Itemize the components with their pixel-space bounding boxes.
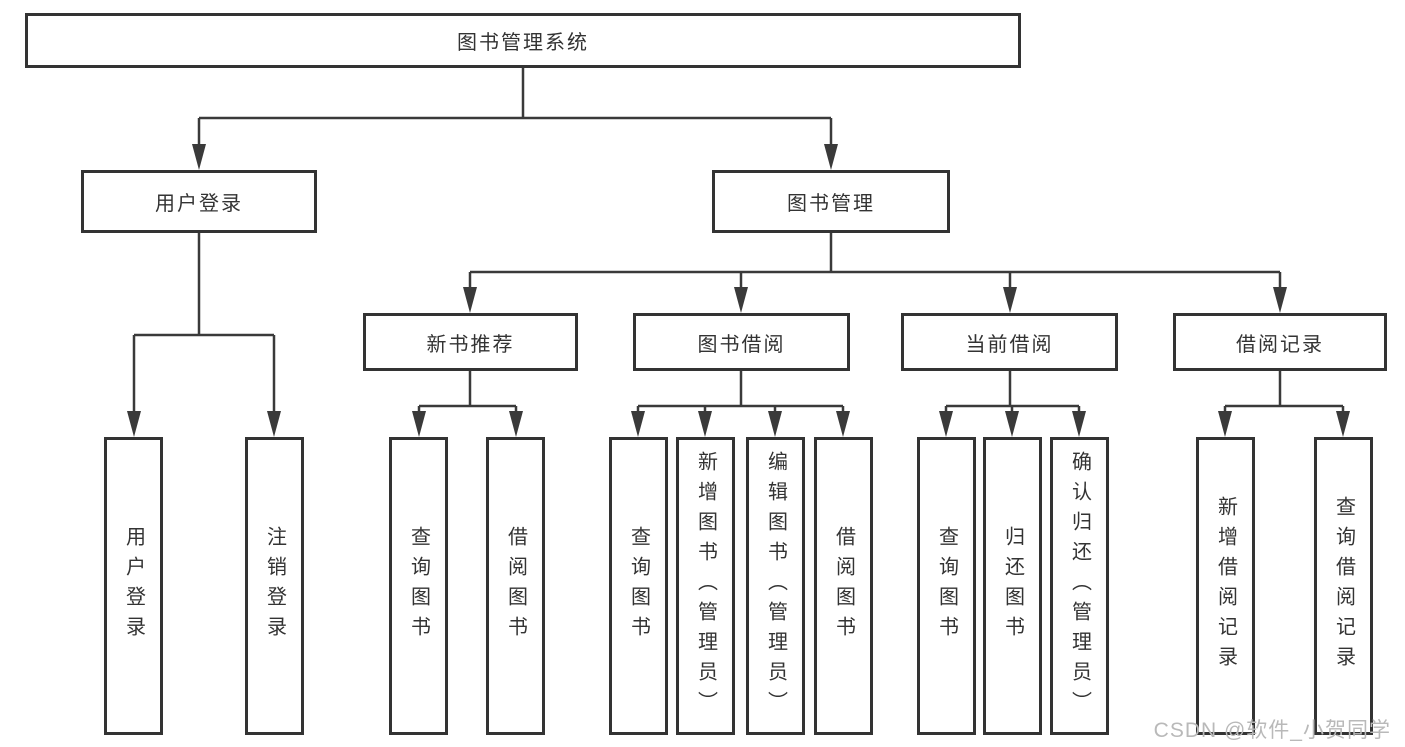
leaf-add-book-admin: 新增图书（管理员）: [676, 437, 735, 735]
node-borrowing-records: 借阅记录: [1173, 313, 1387, 371]
node-book-borrowing: 图书借阅: [633, 313, 850, 371]
leaf-label: 借阅图书: [832, 526, 855, 646]
leaf-label: 用户登录: [122, 526, 145, 646]
node-label: 图书管理系统: [457, 32, 589, 54]
leaf-return-books: 归还图书: [983, 437, 1042, 735]
node-label: 新书推荐: [426, 333, 515, 356]
leaf-label: 注销登录: [263, 526, 286, 646]
leaf-label: 编辑图书（管理员）: [764, 451, 787, 721]
leaf-query-books-current: 查询图书: [917, 437, 976, 735]
node-label: 用户登录: [155, 193, 243, 215]
leaf-borrow-books-borrowing: 借阅图书: [814, 437, 873, 735]
leaf-borrow-books-recommend: 借阅图书: [486, 437, 545, 735]
arrowheads: [127, 144, 1350, 437]
leaf-query-books-recommend: 查询图书: [389, 437, 448, 735]
leaf-label: 新增图书（管理员）: [694, 451, 717, 721]
node-user-login: 用户登录: [81, 170, 317, 233]
leaf-query-books-borrowing: 查询图书: [609, 437, 668, 735]
leaf-label: 查询图书: [627, 526, 650, 646]
leaf-user-login: 用户登录: [104, 437, 163, 735]
leaf-label: 查询图书: [935, 526, 958, 646]
node-label: 图书借阅: [697, 333, 786, 356]
csdn-watermark: CSDN @软件_小贺同学: [1153, 719, 1391, 742]
leaf-edit-book-admin: 编辑图书（管理员）: [746, 437, 805, 735]
leaf-confirm-return-admin: 确认归还（管理员）: [1050, 437, 1109, 735]
node-library-management-system: 图书管理系统: [25, 13, 1021, 68]
leaf-label: 查询借阅记录: [1332, 496, 1355, 676]
leaf-label: 借阅图书: [504, 526, 527, 646]
node-label: 图书管理: [787, 193, 875, 215]
node-book-management: 图书管理: [712, 170, 950, 233]
leaf-label: 归还图书: [1001, 526, 1024, 646]
node-label: 借阅记录: [1236, 333, 1324, 356]
leaf-add-borrow-record: 新增借阅记录: [1196, 437, 1255, 735]
node-label: 当前借阅: [965, 333, 1054, 356]
leaf-label: 查询图书: [407, 526, 430, 646]
leaf-logout: 注销登录: [245, 437, 304, 735]
leaf-label: 确认归还（管理员）: [1068, 451, 1091, 721]
node-current-borrowing: 当前借阅: [901, 313, 1118, 371]
node-new-book-recommendation: 新书推荐: [363, 313, 578, 371]
leaf-query-borrow-record: 查询借阅记录: [1314, 437, 1373, 735]
leaf-label: 新增借阅记录: [1214, 496, 1237, 676]
